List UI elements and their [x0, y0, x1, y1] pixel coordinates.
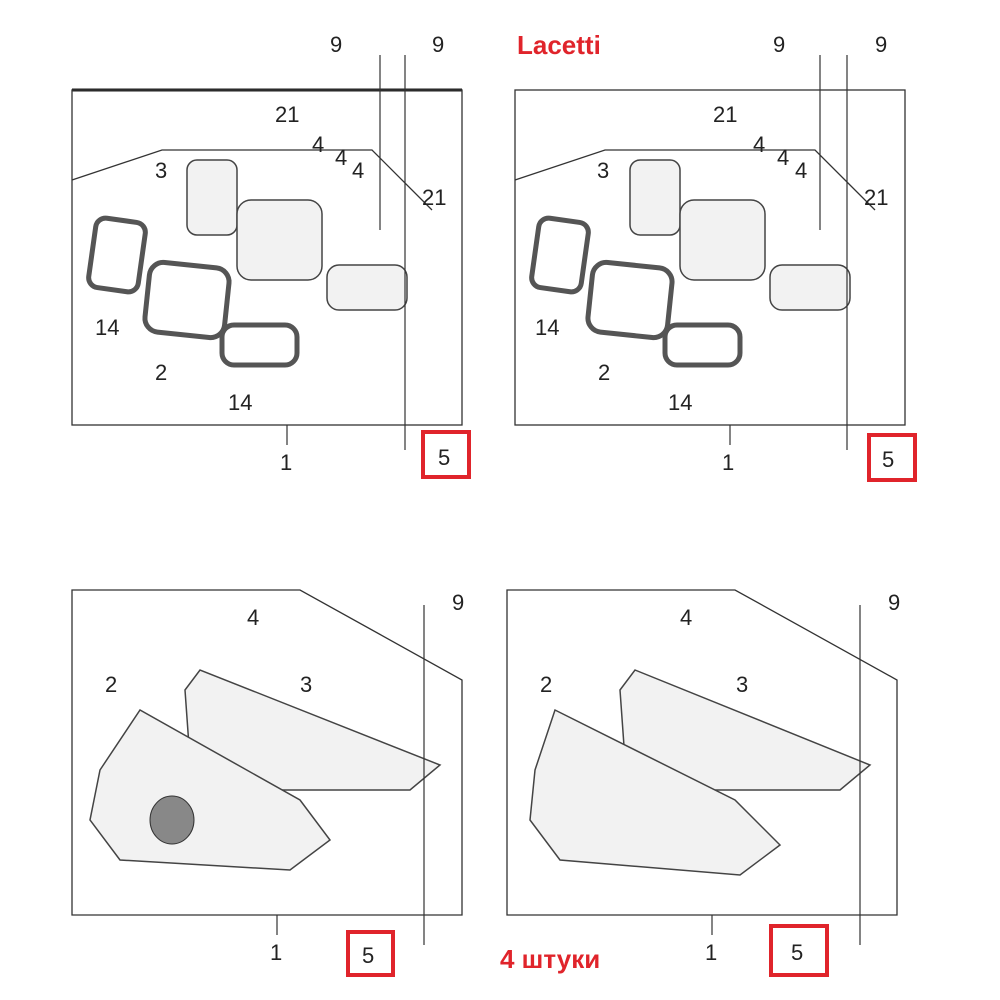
panel-bottom-right: 9 4 2 3 1 5	[506, 589, 900, 977]
label-14: 14	[228, 390, 252, 415]
label-5-highlighted: 5	[362, 943, 374, 968]
label-1: 1	[280, 450, 292, 475]
label-2: 2	[105, 672, 117, 697]
label-9: 9	[888, 590, 900, 615]
label-2: 2	[540, 672, 552, 697]
label-2: 2	[598, 360, 610, 385]
label-21: 21	[422, 185, 446, 210]
label-3: 3	[300, 672, 312, 697]
label-4: 4	[777, 145, 789, 170]
label-3: 3	[736, 672, 748, 697]
label-9: 9	[875, 32, 887, 57]
label-21: 21	[864, 185, 888, 210]
label-4: 4	[753, 132, 765, 157]
label-5-highlighted: 5	[882, 447, 894, 472]
panel-top-right: 9 9 21 3 4 4 4 21 14 2 14 1 5	[515, 32, 917, 482]
panel-bottom-left: 9 4 2 3 1 5	[71, 589, 464, 977]
label-4: 4	[247, 605, 259, 630]
label-4: 4	[680, 605, 692, 630]
label-21: 21	[713, 102, 737, 127]
label-14: 14	[668, 390, 692, 415]
label-3: 3	[597, 158, 609, 183]
label-14: 14	[95, 315, 119, 340]
model-title: Lacetti	[517, 30, 601, 60]
label-14: 14	[535, 315, 559, 340]
label-4: 4	[352, 158, 364, 183]
label-4: 4	[795, 158, 807, 183]
label-2: 2	[155, 360, 167, 385]
label-9: 9	[330, 32, 342, 57]
label-1: 1	[722, 450, 734, 475]
label-9: 9	[432, 32, 444, 57]
label-9: 9	[452, 590, 464, 615]
quantity-note: 4 штуки	[500, 944, 600, 974]
label-4: 4	[335, 145, 347, 170]
label-1: 1	[705, 940, 717, 965]
label-5-highlighted: 5	[438, 445, 450, 470]
label-3: 3	[155, 158, 167, 183]
label-1: 1	[270, 940, 282, 965]
label-5-highlighted: 5	[791, 940, 803, 965]
label-21: 21	[275, 102, 299, 127]
panel-top-left: 9 9 21 3 4 4 4 21 14 2 14 1 5	[72, 32, 471, 479]
label-9: 9	[773, 32, 785, 57]
label-4: 4	[312, 132, 324, 157]
